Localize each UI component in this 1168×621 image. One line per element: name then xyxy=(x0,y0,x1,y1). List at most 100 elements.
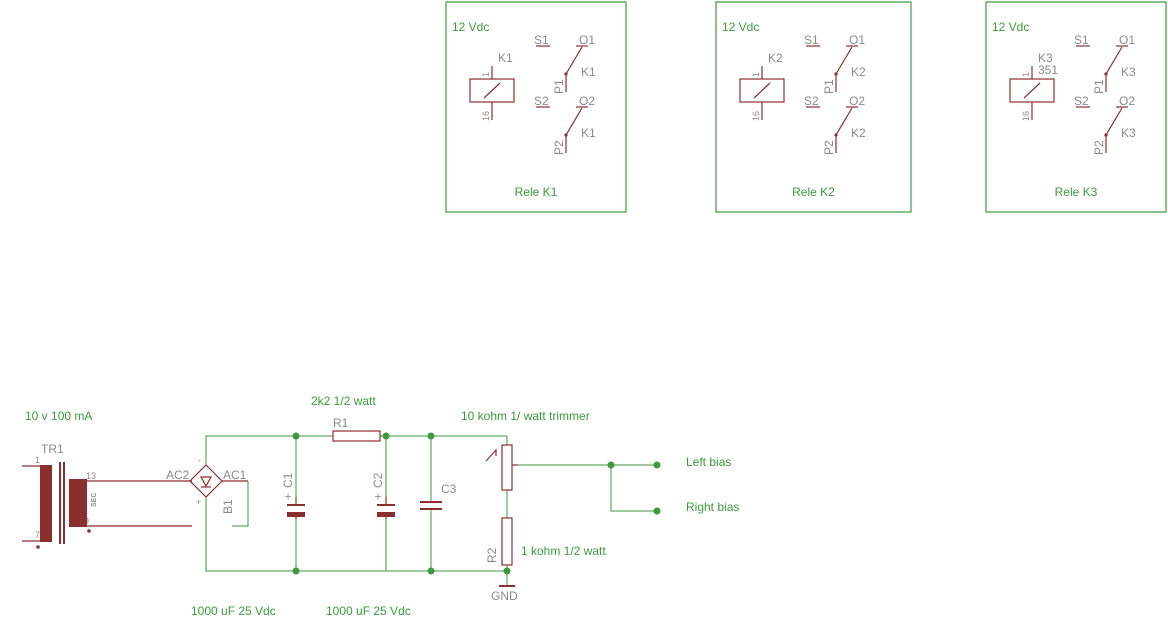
trimmer-potentiometer: 10 kohm 1/ watt trimmer xyxy=(461,409,590,491)
switch-s-label: S1 xyxy=(804,33,819,47)
relay-frame xyxy=(445,1,627,213)
switch-relay-label: K3 xyxy=(1121,126,1136,140)
capacitor-c1: + C1 1000 uF 25 Vdc xyxy=(191,472,305,618)
switch-s-label: S2 xyxy=(534,94,549,108)
switch-p-label: P1 xyxy=(822,79,836,94)
left-bias-terminal xyxy=(653,461,661,469)
switch-p-label: P1 xyxy=(552,79,566,94)
switch-pivot xyxy=(1104,133,1108,137)
switch-p-label: P2 xyxy=(552,140,566,155)
relay-coil-name: K2 xyxy=(768,51,783,65)
wire-ac1-loop xyxy=(232,481,249,527)
left-bias-label: Left bias xyxy=(686,455,731,469)
relay-title: Rele K2 xyxy=(792,185,835,199)
bridge-rectifier-b1: AC2 AC1 - + B1 xyxy=(166,455,248,514)
switch-relay-label: K1 xyxy=(581,126,596,140)
c1-value: 1000 uF 25 Vdc xyxy=(191,604,276,618)
bridge-minus-label: - xyxy=(198,455,201,465)
switch-pivot xyxy=(1104,72,1108,76)
switch-o-label: O2 xyxy=(849,94,865,108)
c2-plus: + xyxy=(371,493,385,500)
junction-dot xyxy=(503,567,511,575)
relay-coil-pin-bottom: 16 xyxy=(751,111,761,121)
circuit-wires xyxy=(205,435,657,586)
bridge-ac1-label: AC1 xyxy=(223,468,247,482)
relay-title: Rele K1 xyxy=(515,185,558,199)
tr-primary-dot xyxy=(36,545,40,549)
relay-coil-pin-bottom: 16 xyxy=(1021,111,1031,121)
r2-body xyxy=(501,517,513,566)
switch-arm xyxy=(565,107,583,136)
wire-right-bias xyxy=(610,465,657,512)
junction-dot xyxy=(292,432,300,440)
transformer-name: TR1 xyxy=(41,442,64,456)
switch-s-label: S2 xyxy=(804,94,819,108)
switch-o-label: O2 xyxy=(1119,94,1135,108)
switch-o-label: O1 xyxy=(849,33,865,47)
junction-dot xyxy=(427,567,435,575)
switch-arm xyxy=(835,107,853,136)
transformer-tr1: 10 v 100 mA TR1 1 7 13 9 PRI SEC xyxy=(22,409,192,549)
switch-pivot xyxy=(564,72,568,76)
r1-name: R1 xyxy=(333,416,349,430)
bridge-ac2-label: AC2 xyxy=(166,468,190,482)
switch-pivot xyxy=(834,133,838,137)
r1-body xyxy=(332,430,381,442)
r2-value: 1 kohm 1/2 watt xyxy=(521,544,606,558)
c3-name: C3 xyxy=(441,482,457,496)
ground-label: GND xyxy=(491,589,518,603)
switch-arm xyxy=(1105,107,1123,136)
relay-extra-label: 351 xyxy=(1038,63,1058,77)
switch-p-label: P2 xyxy=(822,140,836,155)
switch-arm xyxy=(1105,46,1123,75)
switch-arm xyxy=(565,46,583,75)
tr-primary-label: PRI xyxy=(30,500,37,512)
trimmer-value: 10 kohm 1/ watt trimmer xyxy=(461,409,590,423)
relay-coil-name: K1 xyxy=(498,51,513,65)
c1-plus: + xyxy=(281,493,295,500)
transformer-pin-13: 13 xyxy=(86,471,96,481)
relay-frame xyxy=(985,1,1167,213)
transformer-pin-7: 7 xyxy=(35,530,40,540)
relay-voltage: 12 Vdc xyxy=(722,20,759,34)
relay-coil-pin-top: 1 xyxy=(1021,72,1031,77)
relay-coil-pin-bottom: 16 xyxy=(481,111,491,121)
switch-relay-label: K2 xyxy=(851,126,866,140)
switch-o-label: O1 xyxy=(1119,33,1135,47)
power-supply-circuit: 10 v 100 mA TR1 1 7 13 9 PRI SEC AC2 xyxy=(22,394,739,618)
switch-s-label: S2 xyxy=(1074,94,1089,108)
tr-secondary-label: SEC xyxy=(91,493,98,507)
junction-dot xyxy=(292,567,300,575)
switch-pivot xyxy=(564,133,568,137)
switch-arm xyxy=(835,46,853,75)
switch-p-label: P1 xyxy=(1092,79,1106,94)
junction-dots xyxy=(292,432,661,575)
capacitor-c3: C3 xyxy=(420,482,457,510)
trimmer-body xyxy=(501,444,513,491)
switch-relay-label: K2 xyxy=(851,65,866,79)
resistor-r2: R2 1 kohm 1/2 watt xyxy=(485,517,606,566)
relay-coil-slash xyxy=(483,82,501,99)
tr-primary-winding xyxy=(40,465,52,542)
wire-bottom-rail xyxy=(205,497,507,572)
r1-value: 2k2 1/2 watt xyxy=(311,394,376,408)
relay-coil-pin-top: 1 xyxy=(751,72,761,77)
r2-name: R2 xyxy=(485,547,499,563)
relay-voltage: 12 Vdc xyxy=(452,20,489,34)
resistor-r1: R1 2k2 1/2 watt xyxy=(311,394,381,442)
switch-relay-label: K3 xyxy=(1121,65,1136,79)
ground-symbol: GND xyxy=(491,585,518,603)
relay-voltage: 12 Vdc xyxy=(992,20,1029,34)
junction-dot xyxy=(427,432,435,440)
switch-p-label: P2 xyxy=(1092,140,1106,155)
switch-o-label: O2 xyxy=(579,94,595,108)
